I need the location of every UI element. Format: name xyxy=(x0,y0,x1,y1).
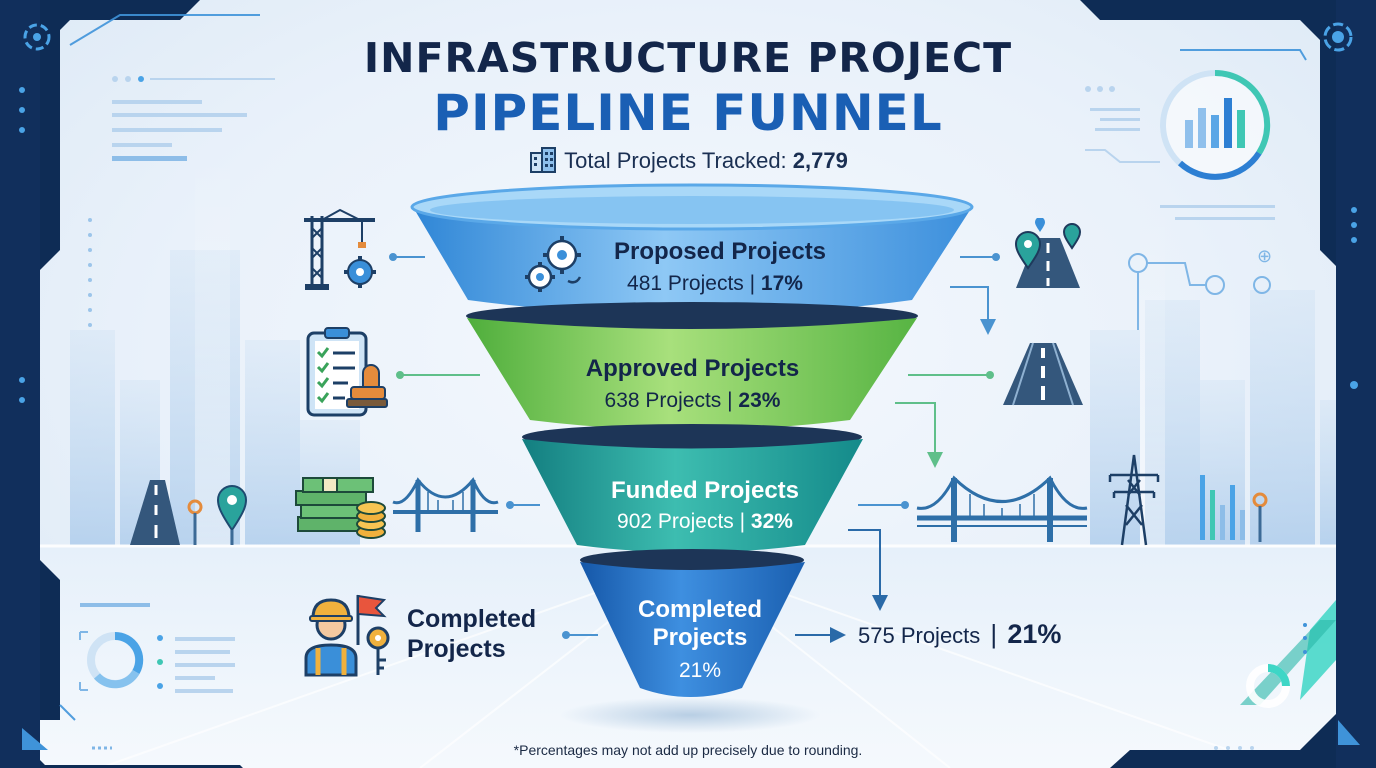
funnel-stage-completed xyxy=(580,549,805,697)
map-pin-road-icon xyxy=(1014,218,1082,288)
stage-completed-name-line1: Completed xyxy=(637,596,762,623)
completed-side-label-line1: Completed xyxy=(407,605,537,633)
stage-proposed-stat: 481 Projects | 17% xyxy=(627,272,803,295)
bridge-icon xyxy=(392,477,499,532)
completed-stat: 575 Projects | 21% xyxy=(858,619,1118,650)
gears-icon xyxy=(525,236,582,292)
funnel-stage-approved xyxy=(466,302,918,430)
stage-approved-count: 638 Projects xyxy=(604,389,722,412)
worker-key-icon xyxy=(304,594,390,677)
total-projects-summary: Total Projects Tracked: 2,779 xyxy=(0,147,1376,174)
svg-text:⊕: ⊕ xyxy=(1257,246,1272,267)
completed-side-label: Completed Projects xyxy=(407,604,567,664)
target-ornament-icon xyxy=(23,23,51,51)
footnote: *Percentages may not add up precisely du… xyxy=(513,742,863,758)
title-line-1: INFRASTRUCTURE PROJECT xyxy=(363,34,1013,82)
stage-completed-name-line2: Projects xyxy=(652,624,748,651)
total-projects-label: Total Projects Tracked: xyxy=(564,148,787,173)
ring-widget-icon xyxy=(1246,664,1290,708)
stage-proposed-percent: 17% xyxy=(760,272,803,295)
stage-funded-name: Funded Projects xyxy=(610,477,800,504)
circle-chart-icon xyxy=(1160,69,1271,180)
road-icon xyxy=(1003,342,1083,406)
donut-widget-icon xyxy=(87,631,144,689)
stage-completed-name: Completed Projects xyxy=(595,596,805,652)
stage-approved-stat: 638 Projects | 23% xyxy=(604,389,781,412)
stage-completed-funnel-percent: 21% xyxy=(678,659,722,682)
stage-funded-percent: 32% xyxy=(750,510,793,533)
completed-side-label-line2: Projects xyxy=(407,635,506,663)
completed-divider: | xyxy=(990,619,998,649)
road-with-pins-left-icon xyxy=(130,480,248,545)
building-icon xyxy=(530,147,557,173)
stage-funded-count: 902 Projects xyxy=(617,510,734,533)
completed-count: 575 Projects xyxy=(858,623,981,648)
title-line-2: PIPELINE FUNNEL xyxy=(433,84,943,142)
stage-funded-stat: 902 Projects | 32% xyxy=(617,510,793,533)
stage-proposed-name: Proposed Projects xyxy=(613,238,827,265)
power-tower-icon xyxy=(1108,454,1268,546)
checklist-stamp-icon xyxy=(306,327,388,417)
stage-proposed-count: 481 Projects xyxy=(627,272,744,295)
total-projects-value: 2,779 xyxy=(792,148,848,173)
bridge-right-icon xyxy=(916,475,1088,542)
money-coins-icon xyxy=(295,477,499,539)
funnel-stage-funded xyxy=(522,424,863,553)
completed-percent: 21% xyxy=(1007,619,1062,649)
stage-approved-name: Approved Projects xyxy=(585,355,800,382)
crane-gear-icon xyxy=(304,208,376,290)
funnel-stage-proposed xyxy=(410,183,974,315)
stage-approved-percent: 23% xyxy=(738,389,781,412)
